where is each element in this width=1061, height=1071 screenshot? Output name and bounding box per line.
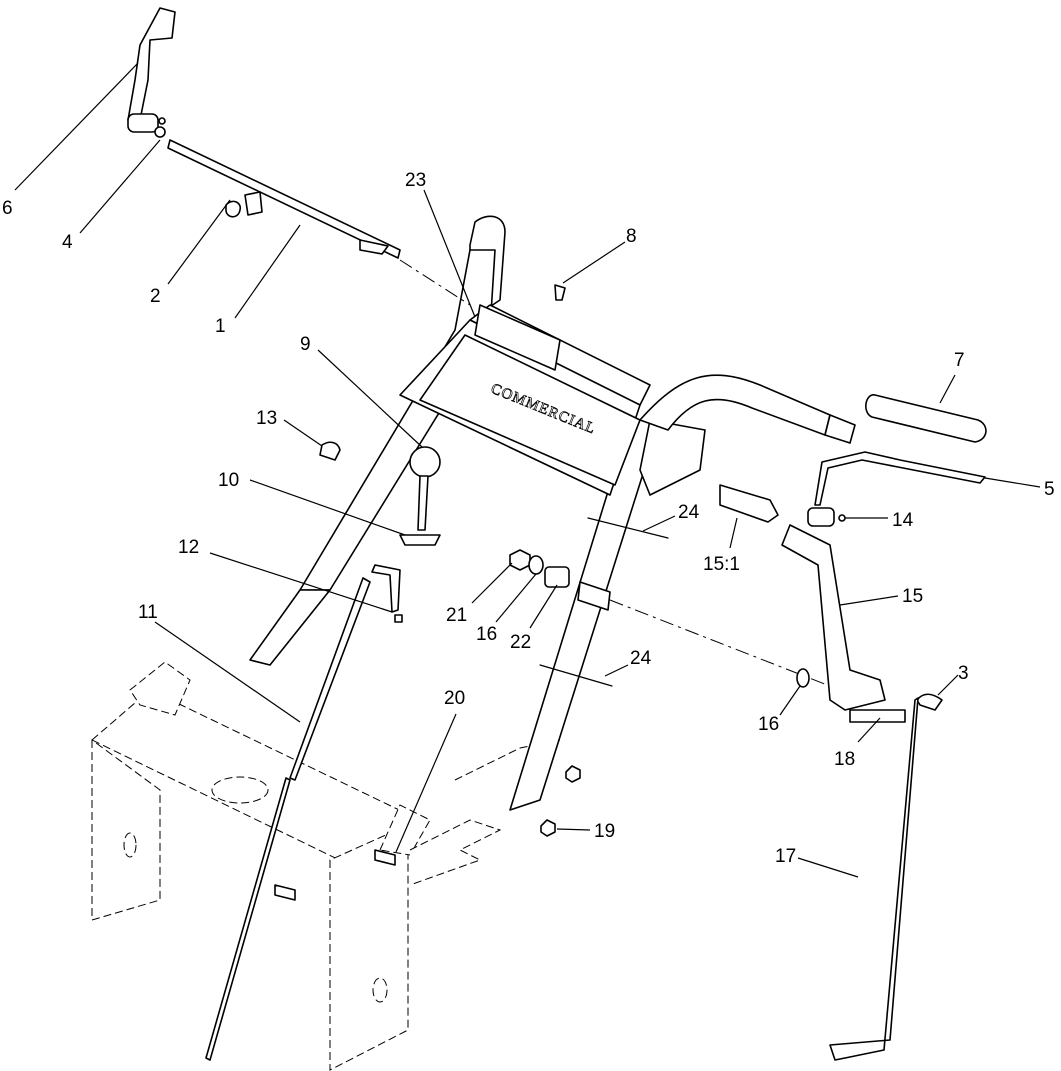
- callout-6: 6: [2, 198, 13, 219]
- callout-7: 7: [954, 350, 965, 371]
- callout-20: 20: [444, 688, 465, 709]
- callout-8: 8: [626, 226, 637, 247]
- callout-24-b: 24: [630, 648, 652, 669]
- callout-10: 10: [218, 470, 239, 491]
- bolt-hardware: [274, 284, 566, 901]
- callout-19: 19: [594, 821, 615, 842]
- rod-assembly: [127, 7, 471, 306]
- callout-15: 15: [902, 586, 923, 607]
- callout-21: 21: [446, 605, 467, 626]
- callout-15-1: 15:1: [703, 554, 740, 575]
- callouts: 1 2 3 4 5 6 7 8 9 10 11 12 13 14 15 15:1: [2, 62, 1055, 878]
- callout-11: 11: [138, 602, 158, 623]
- callout-17: 17: [775, 846, 796, 867]
- callout-22: 22: [510, 632, 531, 653]
- callout-23: 23: [405, 170, 426, 191]
- callout-18: 18: [834, 749, 855, 770]
- callout-5: 5: [1044, 479, 1055, 500]
- handle-bar: [639, 374, 987, 444]
- callout-2: 2: [150, 286, 161, 307]
- callout-24-a: 24: [678, 502, 700, 523]
- upper-handle: COMMERCIAL: [249, 215, 706, 811]
- shift-lever: [205, 441, 441, 1061]
- callout-16-a: 16: [476, 624, 497, 645]
- callout-14: 14: [892, 510, 914, 531]
- callout-12: 12: [178, 537, 199, 558]
- callout-9: 9: [300, 334, 311, 355]
- pivot-hardware: [509, 517, 841, 837]
- callout-13: 13: [256, 408, 277, 429]
- callout-16-b: 16: [758, 714, 779, 735]
- callout-3: 3: [958, 663, 969, 684]
- callout-4: 4: [62, 232, 73, 253]
- frame-bracket: [91, 661, 561, 1071]
- callout-1: 1: [215, 316, 226, 337]
